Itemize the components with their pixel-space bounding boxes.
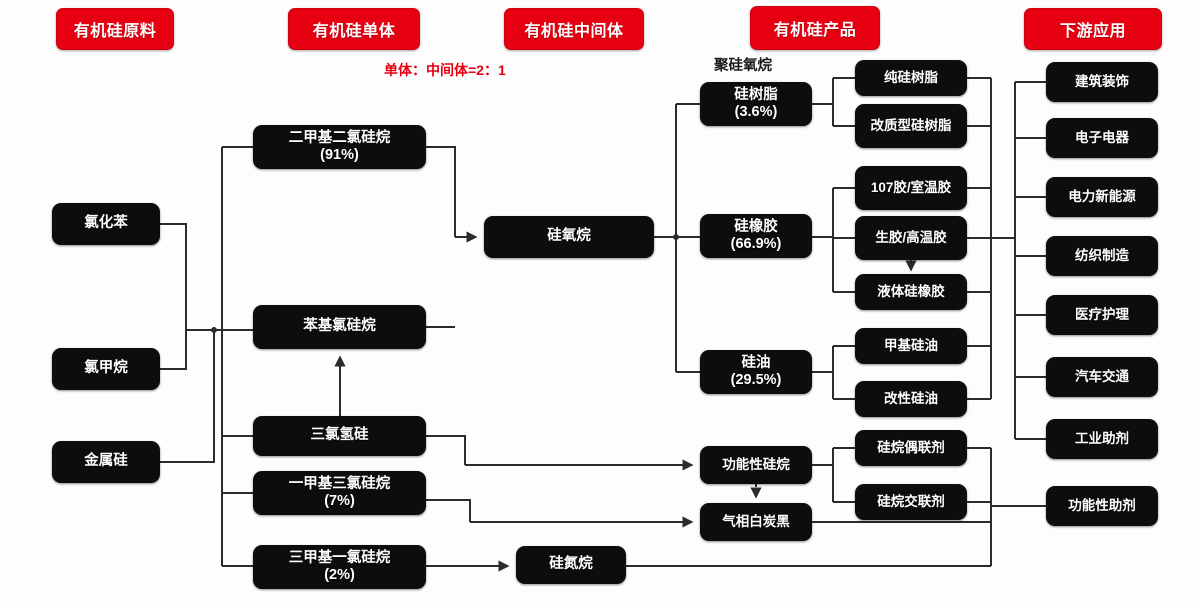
node-subproduct-silane-coupling-agent[interactable]: 硅烷偶联剂 — [855, 430, 967, 466]
node-product-silicone-rubber[interactable]: 硅橡胶 (66.9%) — [700, 214, 812, 258]
node-label: 氯化苯 — [84, 215, 128, 232]
node-label: 电力新能源 — [1068, 189, 1136, 205]
node-monomer-phenylchlorosilane[interactable]: 苯基氯硅烷 — [253, 305, 426, 349]
node-label: 建筑装饰 — [1075, 74, 1129, 90]
node-product-silicone-resin[interactable]: 硅树脂 (3.6%) — [700, 82, 812, 126]
node-subproduct-modified-silicone-resin[interactable]: 改质型硅树脂 — [855, 104, 967, 148]
node-application-electronics[interactable]: 电子电器 — [1046, 118, 1158, 158]
node-label: 硅氮烷 — [549, 556, 593, 573]
node-application-automotive[interactable]: 汽车交通 — [1046, 357, 1158, 397]
header-label: 有机硅单体 — [312, 23, 396, 40]
node-label: 改质型硅树脂 — [870, 118, 952, 134]
node-label: 功能性硅烷 — [722, 457, 790, 473]
node-label: 功能性助剂 — [1068, 498, 1136, 514]
node-label: 纺织制造 — [1075, 248, 1129, 264]
node-subproduct-107-rtv-adhesive[interactable]: 107胶/室温胶 — [855, 166, 967, 210]
node-application-industrial-additives[interactable]: 工业助剂 — [1046, 419, 1158, 459]
node-monomer-dimethyldichlorosilane[interactable]: 二甲基二氯硅烷 (91%) — [253, 125, 426, 169]
node-intermediate-fumed-silica[interactable]: 气相白炭黑 — [700, 503, 812, 541]
node-label: 电子电器 — [1075, 130, 1129, 146]
node-label: 金属硅 — [84, 453, 128, 470]
node-subproduct-htv-gum[interactable]: 生胶/高温胶 — [855, 216, 967, 260]
node-subproduct-silane-crosslinker[interactable]: 硅烷交联剂 — [855, 484, 967, 520]
header-badge-applications[interactable]: 下游应用 — [1024, 8, 1162, 50]
node-intermediate-functional-silane[interactable]: 功能性硅烷 — [700, 446, 812, 484]
node-label: 液体硅橡胶 — [877, 284, 945, 300]
node-label: 氯甲烷 — [84, 360, 128, 377]
node-subproduct-modified-silicone-oil[interactable]: 改性硅油 — [855, 381, 967, 417]
node-label: 汽车交通 — [1075, 369, 1129, 385]
node-label: 气相白炭黑 — [722, 514, 790, 530]
node-label: 硅橡胶 (66.9%) — [730, 218, 782, 252]
node-application-textile[interactable]: 纺织制造 — [1046, 236, 1158, 276]
node-intermediate-silazane[interactable]: 硅氮烷 — [516, 546, 626, 584]
node-subproduct-pure-silicone-resin[interactable]: 纯硅树脂 — [855, 60, 967, 96]
ratio-note: 单体：中间体=2：1 — [384, 62, 506, 78]
node-raw-chloromethane[interactable]: 氯甲烷 — [52, 348, 160, 390]
header-label: 下游应用 — [1059, 23, 1126, 40]
node-monomer-trimethylchlorosilane[interactable]: 三甲基一氯硅烷 (2%) — [253, 545, 426, 589]
node-label: 107胶/室温胶 — [870, 180, 952, 196]
header-badge-raw-materials[interactable]: 有机硅原料 — [56, 8, 174, 50]
header-badge-intermediates[interactable]: 有机硅中间体 — [504, 8, 644, 50]
header-badge-monomers[interactable]: 有机硅单体 — [288, 8, 420, 50]
node-label: 三甲基一氯硅烷 (2%) — [288, 549, 391, 583]
node-label: 生胶/高温胶 — [875, 230, 947, 246]
node-label: 医疗护理 — [1075, 307, 1129, 323]
node-label: 纯硅树脂 — [884, 70, 938, 86]
node-label: 甲基硅油 — [884, 338, 938, 354]
node-label: 三氯氢硅 — [310, 427, 369, 444]
node-intermediate-siloxane[interactable]: 硅氧烷 — [484, 216, 654, 258]
node-label: 硅油 (29.5%) — [730, 354, 782, 388]
node-label: 工业助剂 — [1075, 431, 1129, 447]
header-label: 有机硅产品 — [773, 22, 857, 39]
node-raw-chlorobenzene[interactable]: 氯化苯 — [52, 203, 160, 245]
node-product-silicone-oil[interactable]: 硅油 (29.5%) — [700, 350, 812, 394]
node-label: 二甲基二氯硅烷 (91%) — [288, 129, 391, 163]
node-monomer-trichlorosilane[interactable]: 三氯氢硅 — [253, 416, 426, 456]
node-application-medical[interactable]: 医疗护理 — [1046, 295, 1158, 335]
node-label: 硅烷偶联剂 — [877, 440, 945, 456]
node-label: 硅氧烷 — [547, 228, 591, 245]
node-subproduct-methyl-silicone-oil[interactable]: 甲基硅油 — [855, 328, 967, 364]
node-label: 一甲基三氯硅烷 (7%) — [288, 475, 391, 509]
node-label: 硅树脂 (3.6%) — [734, 86, 778, 120]
polysiloxane-label: 聚硅氧烷 — [714, 58, 772, 74]
node-application-construction[interactable]: 建筑装饰 — [1046, 62, 1158, 102]
node-application-power-new-energy[interactable]: 电力新能源 — [1046, 177, 1158, 217]
header-badge-products[interactable]: 有机硅产品 — [750, 6, 880, 50]
node-application-functional-additives[interactable]: 功能性助剂 — [1046, 486, 1158, 526]
node-label: 硅烷交联剂 — [877, 494, 945, 510]
header-label: 有机硅原料 — [73, 23, 157, 40]
node-raw-metallic-silicon[interactable]: 金属硅 — [52, 441, 160, 483]
node-monomer-methyltrichlorosilane[interactable]: 一甲基三氯硅烷 (7%) — [253, 471, 426, 515]
header-label: 有机硅中间体 — [524, 23, 624, 40]
node-label: 改性硅油 — [884, 391, 938, 407]
node-subproduct-liquid-silicone-rubber[interactable]: 液体硅橡胶 — [855, 274, 967, 310]
node-label: 苯基氯硅烷 — [303, 318, 376, 335]
